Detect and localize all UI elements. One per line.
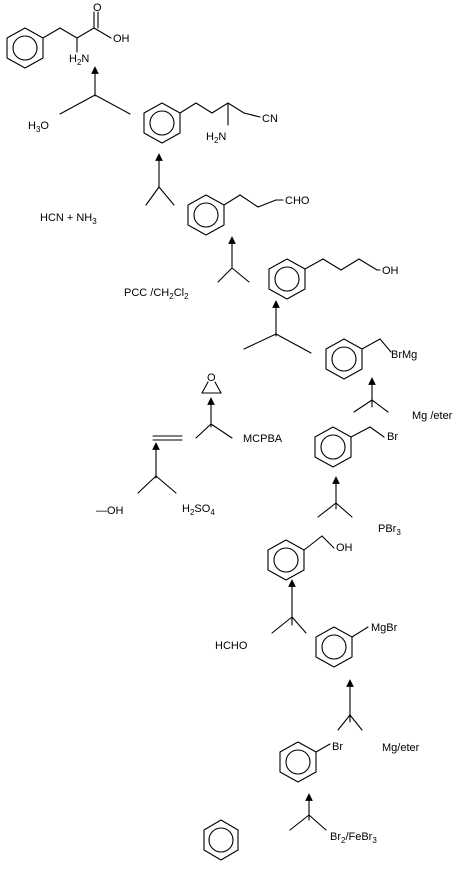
benzylmagnesium-bromide — [325, 338, 392, 380]
label-h2n-nitrile: H2N — [206, 131, 226, 145]
reagent-br2-febr3: Br2/FeBr3 — [330, 831, 377, 845]
label-cho: CHO — [285, 195, 310, 207]
arrow-step-4 — [317, 476, 353, 518]
arrow-step-3 — [271, 579, 307, 634]
arrow-hydrolysis — [59, 66, 131, 115]
phenylalanine — [6, 11, 112, 69]
reagent-mg-eter-1: Mg/eter — [382, 742, 420, 754]
arrow-grignard-epoxide — [243, 300, 312, 354]
reagent-hcn-nh3: HCN + NH3 — [40, 212, 97, 226]
benzene-start — [203, 819, 239, 861]
label-cn: CN — [262, 113, 278, 125]
arrow-pcc — [217, 236, 250, 283]
benzyl-bromide — [314, 426, 385, 468]
label-br-benzyl: Br — [387, 431, 398, 443]
reagent-h3o: H3O — [28, 120, 49, 134]
label-epoxide-o: O — [207, 372, 216, 384]
label-brmg-benzyl: BrMg — [391, 349, 417, 361]
label-h2n-final: H2N — [69, 53, 89, 67]
label-o-acid: O — [93, 2, 102, 14]
label-oh-acid: OH — [113, 33, 130, 45]
arrow-step-1 — [289, 793, 327, 831]
3-phenylpropanol — [268, 258, 381, 300]
benzyl-alcohol — [267, 535, 335, 581]
arrow-mcpba — [195, 397, 233, 439]
aminonitrile — [143, 102, 261, 144]
label-mgbr: MgBr — [371, 622, 398, 634]
label-oh-benzyl: OH — [336, 542, 353, 554]
reagent-mcpba: MCPBA — [243, 433, 283, 445]
label-ethanol: —OH — [96, 505, 124, 517]
reagent-h2so4: H2SO4 — [182, 503, 215, 517]
reagent-mg-eter-2: Mg /eter — [412, 410, 453, 422]
arrow-step-5 — [353, 377, 389, 413]
arrow-strecker — [145, 153, 175, 206]
bromobenzene — [279, 741, 331, 783]
arrow-ethanol-to-ethylene — [137, 442, 177, 494]
reagent-pcc: PCC /CH2Cl2 — [124, 287, 189, 301]
label-br-phenyl: Br — [332, 741, 343, 753]
ethylene-oxide — [201, 381, 222, 394]
reagent-hcho: HCHO — [215, 640, 248, 652]
phenylmagnesium-bromide — [315, 626, 369, 668]
arrow-step-2 — [337, 679, 363, 731]
label-oh-alcohol: OH — [382, 265, 399, 277]
3-phenylpropanal — [187, 194, 284, 236]
ethylene — [152, 435, 183, 441]
reagent-pbr3: PBr3 — [378, 523, 401, 537]
